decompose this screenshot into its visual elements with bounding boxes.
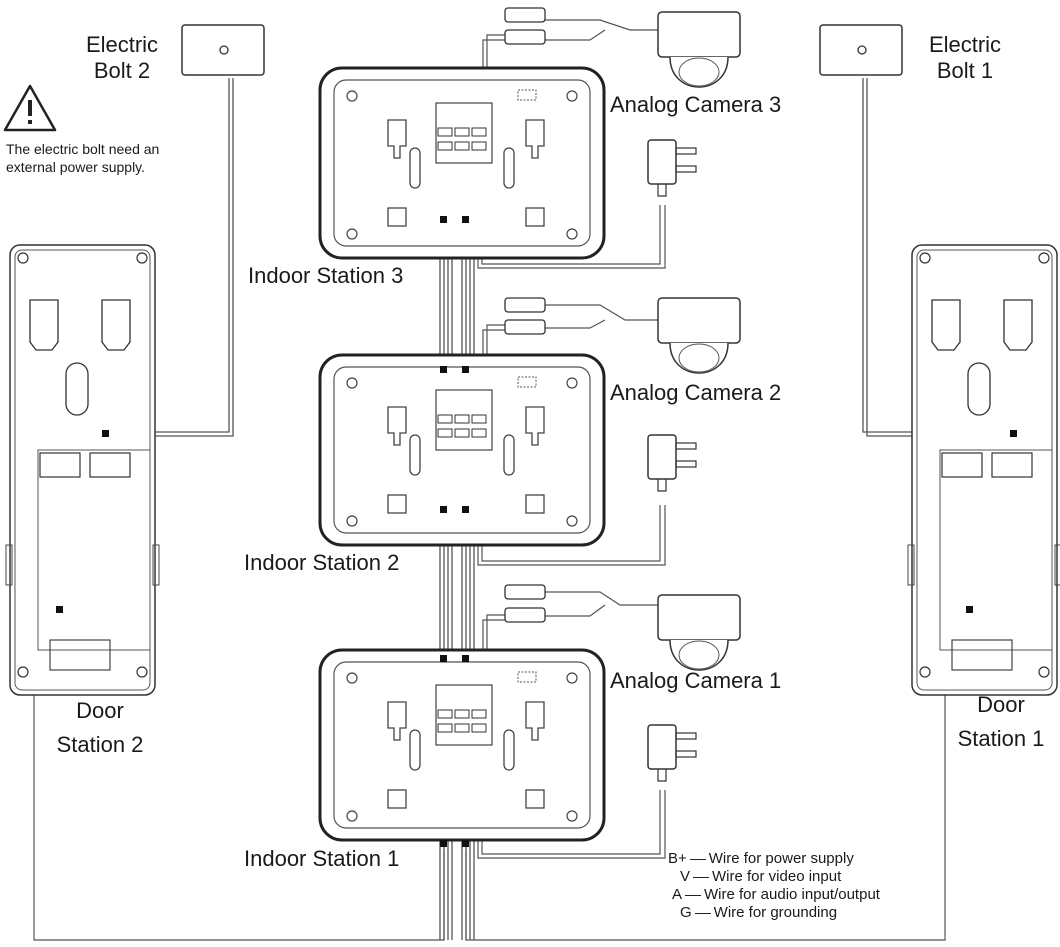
indoor-station-3-device [318, 66, 606, 260]
door-station-1-device [907, 244, 1060, 696]
analog-camera-1-device [657, 594, 741, 671]
analog-camera-3-device [657, 11, 741, 88]
power-adapter-2 [647, 434, 697, 492]
electric-bolt-2-label: Electric Bolt 2 [85, 32, 159, 83]
indoor-station-2-device [318, 353, 606, 547]
indoor-station-3-label: Indoor Station 3 [248, 263, 404, 288]
warning-note: The electric bolt need an external power… [6, 141, 160, 175]
analog-camera-3-label: Analog Camera 3 [610, 92, 782, 117]
power-adapter-1 [647, 724, 697, 782]
analog-camera-2-device [657, 297, 741, 374]
legend-row-power: B+Wire for power supply [668, 850, 854, 867]
power-adapter-3 [647, 139, 697, 197]
door-station-1-label: Door Station 1 [957, 692, 1045, 751]
electric-bolt-2-device [181, 24, 265, 76]
door-station-2-device [5, 244, 160, 696]
indoor-station-2-label: Indoor Station 2 [244, 550, 400, 575]
indoor-station-1-device [318, 648, 606, 842]
electric-bolt-1-device [819, 24, 903, 76]
junction-markers [56, 216, 1017, 847]
indoor-station-1-label: Indoor Station 1 [244, 846, 400, 871]
door-station-2-label: Door Station 2 [56, 698, 144, 757]
electric-bolt-1-label: Electric Bolt 1 [928, 32, 1002, 83]
analog-camera-1-label: Analog Camera 1 [610, 668, 782, 693]
warning-triangle-icon [3, 84, 57, 132]
rca-connectors [504, 7, 546, 623]
analog-camera-2-label: Analog Camera 2 [610, 380, 782, 405]
